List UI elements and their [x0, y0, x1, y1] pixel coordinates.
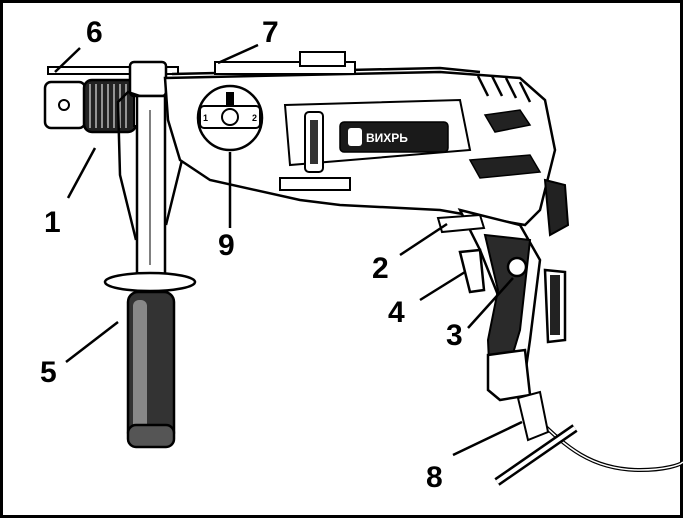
callout-4: 4: [388, 296, 405, 329]
chuck-key: [494, 390, 578, 486]
side-handle: [103, 60, 197, 449]
dial-mark-right: 2: [252, 113, 257, 123]
callout-9: 9: [218, 229, 235, 262]
callout-1: 1: [44, 206, 61, 239]
dial-mark-left: 1: [203, 113, 208, 123]
callout-6: 6: [86, 16, 103, 49]
leader-lines: [54, 43, 523, 457]
trigger-assembly: [436, 213, 528, 294]
logo-plate: ВИХРЬ: [279, 98, 472, 191]
mode-switch: 1 2: [196, 84, 264, 152]
depth-rod: [47, 66, 179, 75]
callout-3: 3: [446, 319, 463, 352]
callout-8: 8: [426, 461, 443, 494]
callout-7: 7: [262, 16, 279, 49]
callout-2: 2: [372, 252, 389, 285]
brand-logo: ВИХРЬ: [366, 131, 408, 145]
callout-5: 5: [40, 356, 57, 389]
